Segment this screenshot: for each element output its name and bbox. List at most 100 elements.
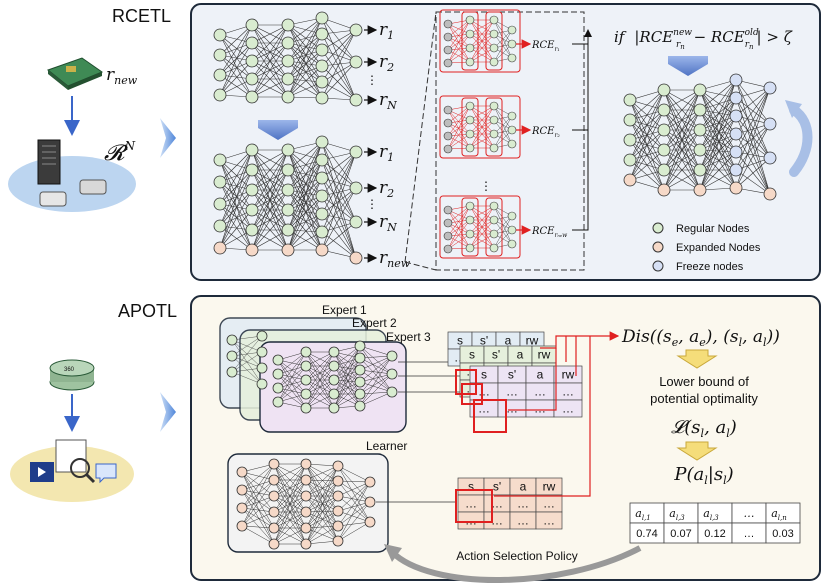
table-text: … [491,497,503,511]
network-node [315,43,329,57]
network-node [729,91,743,105]
network-node [328,360,340,372]
table-text: … [534,385,546,399]
network-node [315,59,329,73]
network-node [300,402,312,414]
network-node [236,466,248,478]
table-text: s' [493,480,501,494]
table-cell [553,399,583,418]
network-node [623,133,637,147]
network-node [213,68,227,82]
legend-expanded: Expanded Nodes [676,242,761,254]
table-text: a [505,334,512,348]
refresh-arrow-head-icon [785,100,802,118]
network-node [349,55,363,69]
prob-header-text: al,3 [703,507,719,522]
P-formula: P(al|sl) [673,464,733,487]
network-node [349,93,363,107]
network-node [315,135,329,149]
network-node [281,54,295,68]
table-text: s [468,480,474,494]
prob-header-text: al,n [771,507,787,522]
output-label: rN [379,90,397,112]
network-node [315,75,329,89]
learner-label: Learner [366,439,407,453]
rcetl-panel [190,3,821,281]
network-node [315,243,329,257]
network-node [256,362,268,374]
table-text: s [457,334,463,348]
network-node [245,243,259,257]
table-text: … [465,514,477,528]
rcetl-networks [213,11,363,265]
network-node [245,36,259,50]
network-node [268,474,280,486]
network-node [213,197,227,211]
network-node [623,93,637,107]
svg-text:360: 360 [64,367,75,373]
network-node [245,163,259,177]
table-text: … [534,402,546,416]
network-node [328,388,340,400]
network-node [281,90,295,104]
network-node [281,163,295,177]
network-node [328,346,340,358]
network-node [300,374,312,386]
chevron-icon-top [160,118,176,158]
network-node [657,143,671,157]
network-node [281,223,295,237]
network-node [272,396,284,408]
network-node [315,91,329,105]
output-label: rN [379,212,397,234]
network-node [364,476,376,488]
rce-label: RCEr₁ [531,40,560,53]
table-text: … [562,385,574,399]
network-node [245,183,259,197]
prob-value-text: 0.12 [704,528,725,540]
table-text: … [562,402,574,416]
network-node [693,183,707,197]
network-node [328,374,340,386]
legend-regular: Regular Nodes [676,223,750,235]
table-text: a [520,480,527,494]
network-node [623,173,637,187]
network-node [226,334,238,346]
network-node [354,352,366,364]
policy-label: Action Selection Policy [456,549,577,563]
network-node [349,181,363,195]
network-node [332,520,344,532]
table-text: rw [543,480,556,494]
refresh-arrow-icon [789,105,813,177]
table-text: s' [492,348,500,362]
legend-freeze: Freeze nodes [676,261,744,273]
network-node [281,143,295,157]
network-node [236,484,248,496]
network-node [245,223,259,237]
network-node [315,11,329,25]
network-node [364,516,376,528]
network-node [300,474,312,486]
network-node [213,153,227,167]
network-node [729,145,743,159]
table-text: … [543,514,555,528]
learner-network [227,453,456,553]
policy-arrow-head-icon [384,544,402,562]
network-node [349,145,363,159]
table-text: rw [538,348,551,362]
r-new-label: rnew [106,65,138,87]
table-text: … [506,385,518,399]
down-arrow-icon [258,120,298,140]
network-node [256,330,268,342]
network-node [281,203,295,217]
network-node [763,81,777,95]
legend: Regular Nodes Expanded Nodes Freeze node… [652,222,761,273]
expanded-network [623,73,777,201]
prob-value-text: … [744,528,755,540]
yellow-arrow-icon-2 [676,441,718,461]
ellipsis-text: ⋮ [480,179,492,193]
table-text: … [543,497,555,511]
prob-value-cell [765,522,801,544]
network-node [729,73,743,87]
table-text: s' [508,368,516,382]
chevron-icon-bottom [160,392,176,432]
